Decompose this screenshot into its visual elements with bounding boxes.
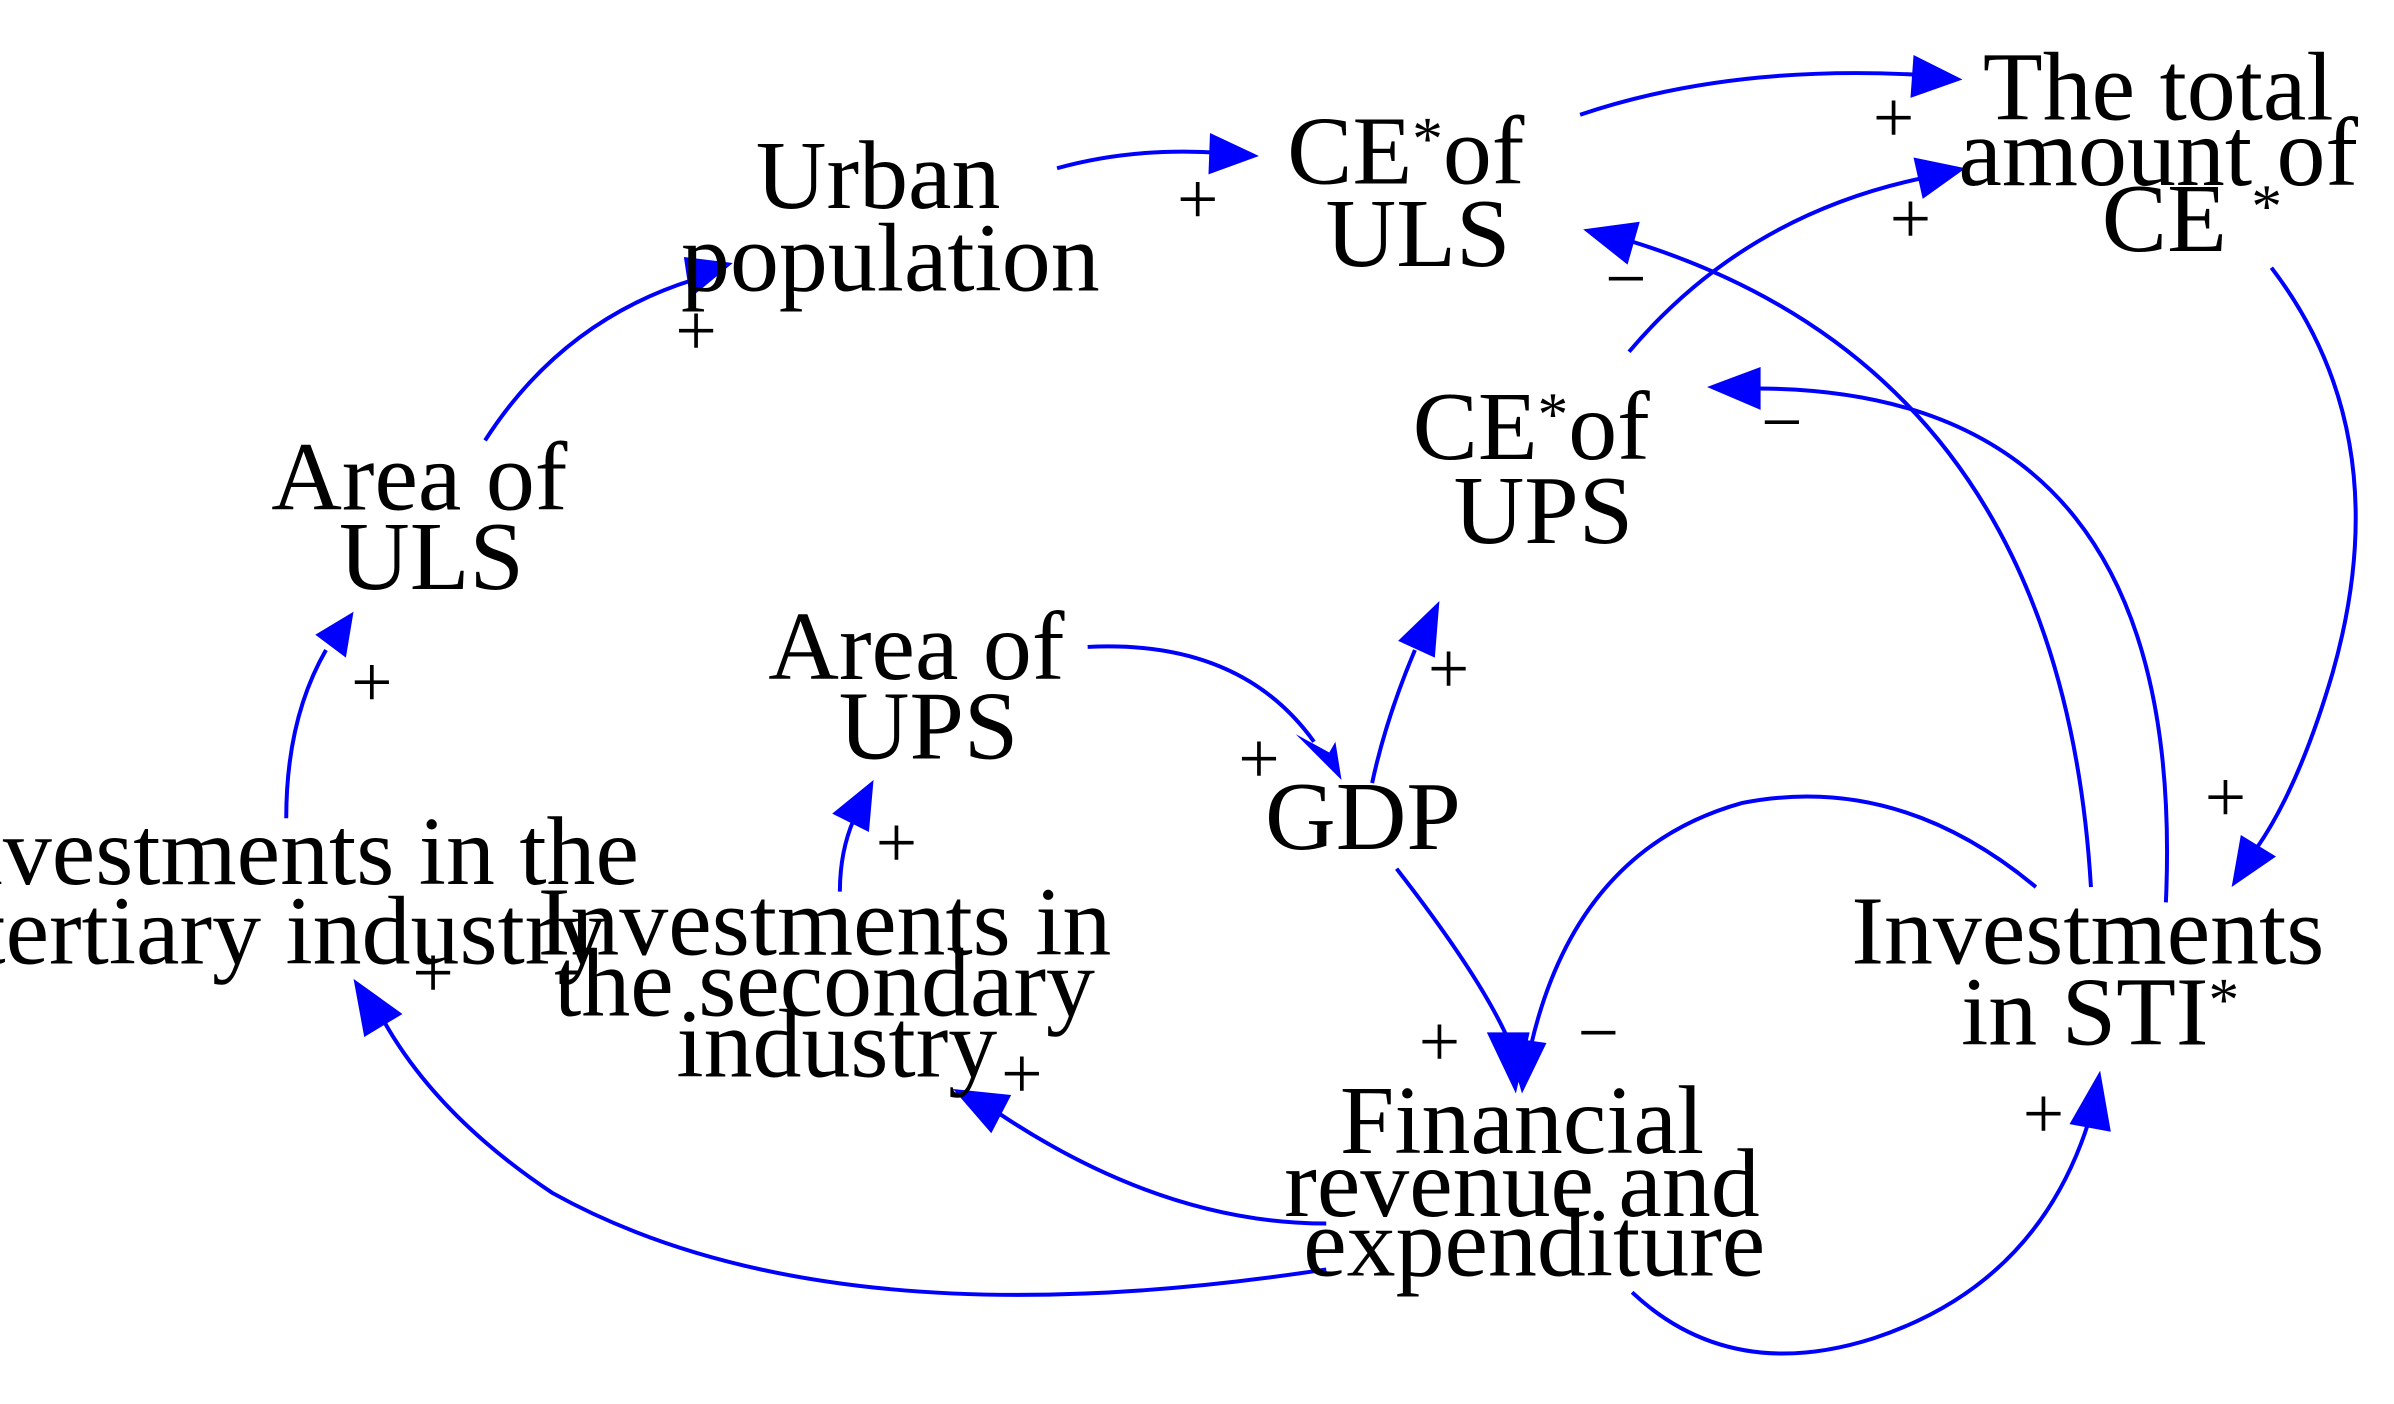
arrowhead-total-from-ce-ups bbox=[1913, 157, 1966, 199]
polarity-sti-to-ce-ups: − bbox=[1761, 382, 1802, 463]
node-urban-population: Urban population bbox=[681, 122, 1100, 313]
arrowhead-secondary-from-financial bbox=[953, 1088, 1012, 1134]
node-financial: Financial revenue and expenditure bbox=[1284, 1067, 1784, 1297]
polarity-sti-to-financial: − bbox=[1578, 992, 1619, 1073]
arrowhead-ce-ups-from-sti bbox=[1707, 367, 1761, 410]
link-gdp-to-ce-ups bbox=[1370, 649, 1417, 784]
polarity-sti-to-ce-uls: − bbox=[1605, 238, 1646, 319]
arrowhead-population-from-area-uls bbox=[683, 256, 733, 299]
polarity-secondary-to-area-ups: + bbox=[876, 802, 917, 883]
node-gdp: GDP bbox=[1265, 763, 1461, 871]
polarity-pop-to-ce-uls: + bbox=[1177, 158, 1218, 239]
polarity-area-ups-to-gdp: + bbox=[1238, 718, 1279, 799]
link-area-uls-to-population bbox=[483, 277, 694, 442]
arrowhead-area-uls-from-tertiary bbox=[315, 611, 354, 658]
arrowhead-financial-from-sti bbox=[1505, 1036, 1547, 1094]
link-ce-ups-to-total bbox=[1627, 175, 1927, 354]
link-sti-to-financial bbox=[1529, 794, 2038, 1046]
arrowhead-gdp-from-area-ups bbox=[1295, 734, 1342, 780]
node-ce-uls: CE*of ULS bbox=[1287, 98, 1549, 289]
node-investments-tertiary: Investments in the tertiary industry bbox=[0, 798, 663, 986]
arrowhead-sti-from-total bbox=[2231, 835, 2276, 888]
link-gdp-to-financial bbox=[1395, 867, 1512, 1044]
node-area-ups: Area of UPS bbox=[768, 593, 1089, 781]
polarity-financial-to-tertiary: + bbox=[412, 932, 453, 1013]
link-sti-to-ce-uls bbox=[1631, 239, 2093, 888]
polarity-gdp-to-financial: + bbox=[1419, 1001, 1460, 1082]
link-tertiary-to-area-uls bbox=[284, 649, 328, 819]
link-sti-to-ce-ups bbox=[1757, 386, 2169, 903]
link-area-ups-to-gdp bbox=[1087, 644, 1316, 743]
node-ce-ups: CE*of UPS bbox=[1413, 373, 1675, 565]
polarity-signs: + + + − − + + + + + + + − + + + bbox=[351, 77, 2246, 1154]
arrowhead-tertiary-from-financial bbox=[353, 978, 403, 1037]
link-secondary-to-area-ups bbox=[837, 818, 856, 892]
polarity-ce-ups-to-total: + bbox=[1890, 178, 1931, 259]
polarity-total-to-sti: + bbox=[2205, 756, 2246, 837]
link-total-to-sti bbox=[2254, 266, 2358, 850]
node-investments-secondary: Investments in the secondary industry bbox=[538, 868, 1136, 1098]
nodes: Urban population CE*of ULS The total amo… bbox=[0, 33, 2382, 1297]
arrowhead-area-ups-from-secondary bbox=[832, 780, 874, 832]
arrowhead-ce-uls-from-population bbox=[1208, 133, 1259, 175]
polarity-ce-uls-to-total: + bbox=[1873, 77, 1914, 158]
node-total-ce: The total amount of CE * bbox=[1958, 33, 2382, 273]
link-ce-uls-to-total bbox=[1579, 71, 1922, 117]
polarity-gdp-to-ce-ups: + bbox=[1428, 628, 1469, 709]
link-population-to-ce-uls bbox=[1056, 149, 1223, 171]
link-financial-to-sti bbox=[1630, 1123, 2090, 1356]
polarity-financial-to-secondary: + bbox=[1001, 1033, 1042, 1114]
causal-links bbox=[284, 55, 2358, 1356]
polarity-financial-to-sti: + bbox=[2023, 1073, 2064, 1154]
arrowhead-ce-uls-from-sti bbox=[1583, 221, 1640, 265]
polarity-area-uls-to-pop: + bbox=[675, 290, 716, 371]
arrowhead-total-from-ce-uls bbox=[1910, 55, 1963, 98]
arrowhead-ce-ups-from-gdp bbox=[1398, 601, 1440, 658]
link-financial-to-secondary bbox=[997, 1111, 1327, 1226]
link-financial-to-tertiary bbox=[382, 1020, 1327, 1297]
polarity-tertiary-to-area-uls: + bbox=[351, 642, 392, 723]
arrowhead-sti-from-financial bbox=[2069, 1070, 2111, 1132]
node-investments-sti: Investments in STI* bbox=[1851, 878, 2348, 1067]
node-area-uls: Area of ULS bbox=[271, 423, 592, 611]
